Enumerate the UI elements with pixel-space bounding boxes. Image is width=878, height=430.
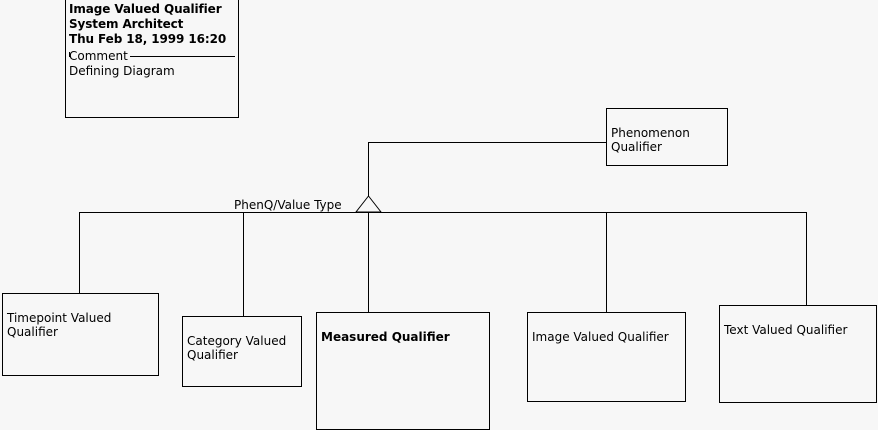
- connector-superclass-horizontal: [368, 142, 606, 143]
- diagram-timestamp: Thu Feb 18, 1999 16:20: [69, 32, 227, 46]
- connector-drop-category: [243, 212, 244, 316]
- class-name-timepoint-valued-qualifier: Timepoint Valued Qualifier: [7, 311, 112, 340]
- connector-drop-text: [806, 212, 807, 305]
- connector-subclass-bus: [79, 212, 806, 213]
- connector-superclass-vertical: [368, 142, 369, 196]
- comment-section-separator: Comment: [69, 49, 235, 63]
- diagram-name: Image Valued Qualifier: [69, 2, 222, 16]
- connector-drop-measured: [368, 212, 369, 312]
- connector-drop-timepoint: [79, 212, 80, 293]
- class-box-category-valued-qualifier[interactable]: Category Valued Qualifier: [182, 316, 302, 387]
- class-name-image-valued-qualifier: Image Valued Qualifier: [532, 330, 669, 345]
- class-name-category-valued-qualifier: Category Valued Qualifier: [187, 334, 287, 363]
- comment-section-legend: Comment: [69, 49, 130, 63]
- diagram-title-block[interactable]: Image Valued Qualifier System Architect …: [65, 0, 239, 118]
- connector-drop-image: [606, 212, 607, 312]
- class-box-text-valued-qualifier[interactable]: Text Valued Qualifier: [719, 305, 877, 403]
- comment-separator-tick: [69, 52, 70, 57]
- comment-separator-line: [69, 56, 235, 57]
- class-box-image-valued-qualifier[interactable]: Image Valued Qualifier: [527, 312, 686, 402]
- class-name-measured-qualifier: Measured Qualifier: [321, 330, 450, 345]
- diagram-tool-name: System Architect: [69, 17, 184, 31]
- comment-text: Defining Diagram: [69, 64, 175, 78]
- class-box-measured-qualifier[interactable]: Measured Qualifier: [316, 312, 490, 430]
- class-name-phenomenon-qualifier: Phenomenon Qualifier: [611, 126, 690, 155]
- class-name-text-valued-qualifier: Text Valued Qualifier: [724, 323, 848, 338]
- discriminator-label: PhenQ/Value Type: [234, 198, 342, 212]
- class-box-timepoint-valued-qualifier[interactable]: Timepoint Valued Qualifier: [2, 293, 159, 376]
- class-box-phenomenon-qualifier[interactable]: Phenomenon Qualifier: [606, 108, 728, 166]
